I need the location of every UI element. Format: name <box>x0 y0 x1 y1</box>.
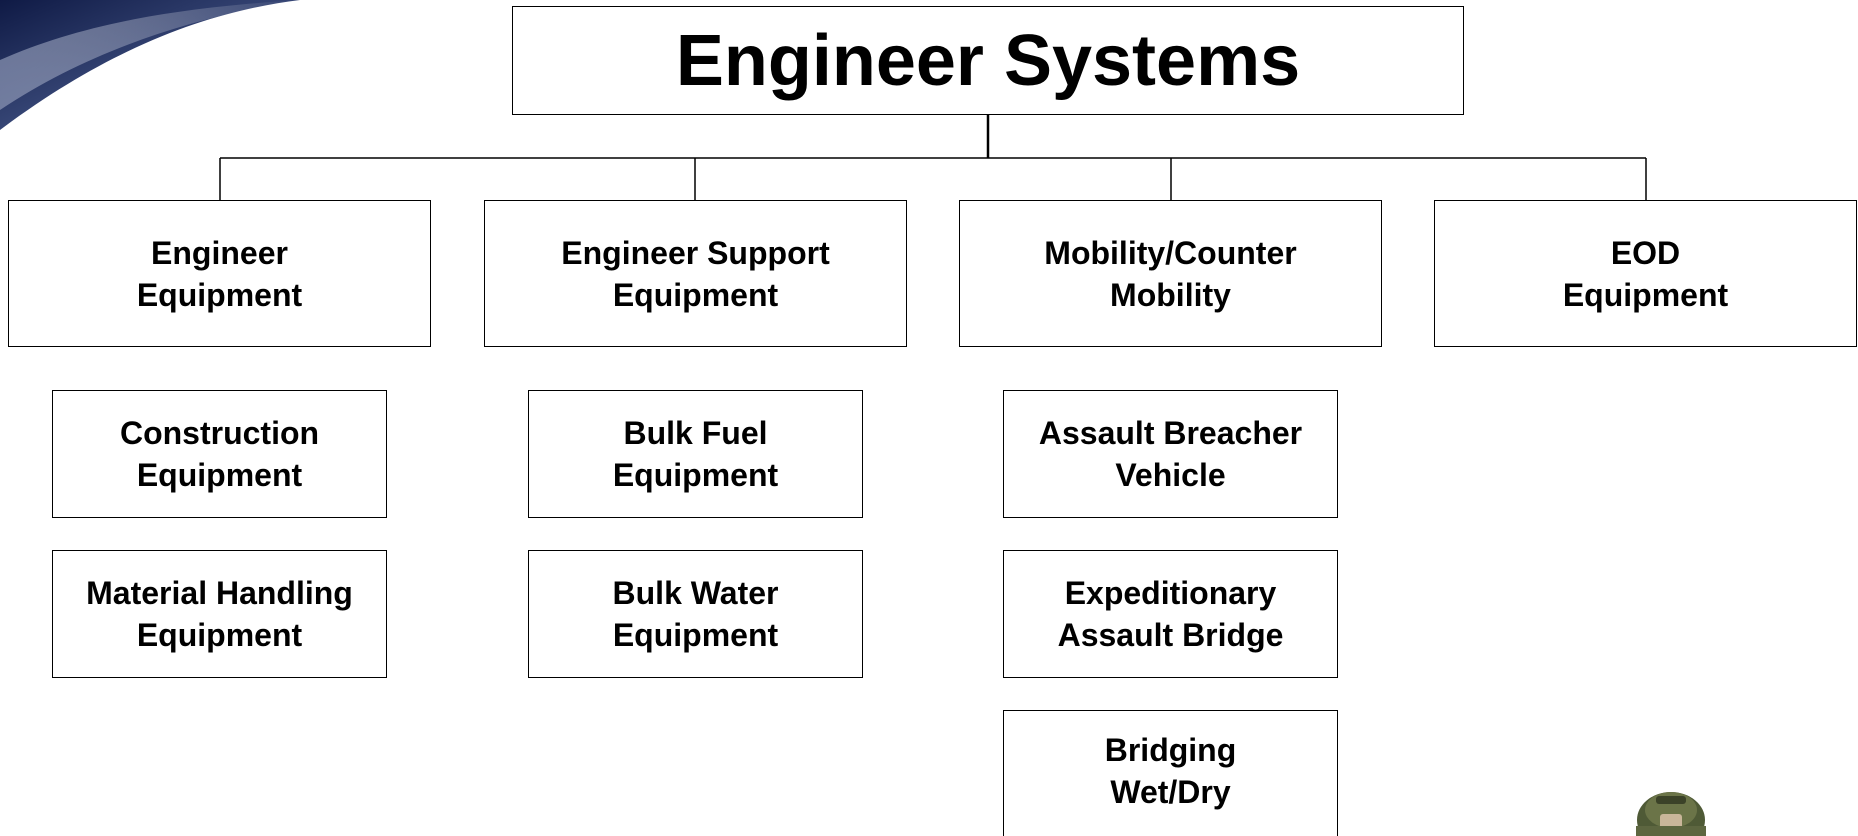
subitem-bulk-water-equipment: Bulk Water Equipment <box>528 550 863 678</box>
category-label-line1: Mobility/Counter <box>1044 234 1297 271</box>
chart-title-box: Engineer Systems <box>512 6 1464 115</box>
category-label-line2: Equipment <box>612 276 779 313</box>
category-label-line1: Engineer <box>151 234 288 271</box>
subitem-label-line1: Construction <box>119 415 320 451</box>
subitem-label-line1: Assault Breacher <box>1038 415 1303 451</box>
subitem-bridging-wet-dry: Bridging Wet/Dry <box>1003 710 1338 836</box>
subitem-label-line1: Bulk Water <box>612 575 779 611</box>
subitem-label-line2: Equipment <box>612 457 779 493</box>
category-label-line1: Engineer Support <box>561 234 830 271</box>
category-label-line2: Equipment <box>136 276 303 313</box>
subitem-assault-breacher-vehicle: Assault Breacher Vehicle <box>1003 390 1338 518</box>
subitem-label-line2: Assault Bridge <box>1057 617 1284 653</box>
subitem-label-line2: Equipment <box>136 457 303 493</box>
category-engineer-equipment: Engineer Equipment <box>8 200 431 347</box>
eod-soldier-photo <box>1636 792 1706 836</box>
subitem-label-line1: Bulk Fuel <box>623 415 768 451</box>
category-eod-equipment: EOD Equipment <box>1434 200 1857 347</box>
chart-title: Engineer Systems <box>675 20 1301 101</box>
subitem-label-line1: Material Handling <box>86 575 353 611</box>
subitem-label-line2: Equipment <box>612 617 779 653</box>
subitem-material-handling-equipment: Material Handling Equipment <box>52 550 387 678</box>
subitem-label-line2: Vehicle <box>1115 457 1226 493</box>
subitem-label-line1: Expeditionary <box>1064 575 1277 611</box>
subitem-bulk-fuel-equipment: Bulk Fuel Equipment <box>528 390 863 518</box>
category-label-line2: Equipment <box>1562 276 1729 313</box>
category-engineer-support-equipment: Engineer Support Equipment <box>484 200 907 347</box>
category-mobility-counter-mobility: Mobility/Counter Mobility <box>959 200 1382 347</box>
corner-swoosh-graphic <box>0 0 300 130</box>
subitem-expeditionary-assault-bridge: Expeditionary Assault Bridge <box>1003 550 1338 678</box>
subitem-label-line2: Equipment <box>136 617 303 653</box>
category-label-line1: EOD <box>1610 234 1681 271</box>
subitem-construction-equipment: Construction Equipment <box>52 390 387 518</box>
subitem-label-line1: Bridging <box>1104 731 1237 768</box>
category-label-line2: Mobility <box>1110 276 1231 313</box>
subitem-label-line2: Wet/Dry <box>1110 773 1231 810</box>
